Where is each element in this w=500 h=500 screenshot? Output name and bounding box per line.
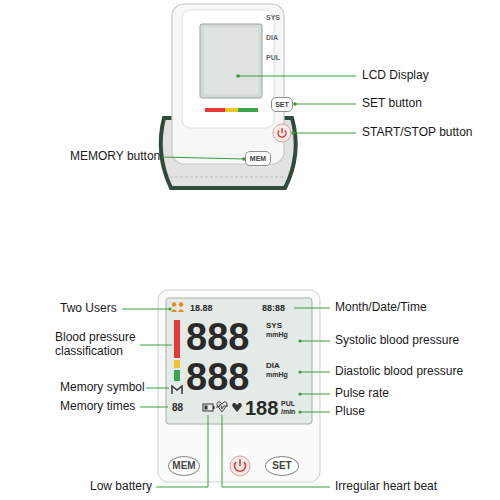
user-icon — [171, 309, 177, 312]
memory-button: MEM — [168, 456, 200, 476]
lcd-digits: 188 — [245, 398, 278, 418]
user-icon — [178, 309, 184, 312]
battery-icon — [213, 406, 215, 409]
lcd-unit-label: PUL — [281, 400, 295, 408]
leader-dot — [236, 74, 240, 78]
lcd-unit-label: SYS — [266, 321, 282, 330]
button-label: MEM — [250, 155, 266, 162]
display-panel — [158, 290, 320, 482]
irregular-heartbeat-icon — [217, 402, 227, 412]
leader-line — [222, 415, 330, 487]
leader-line — [162, 157, 244, 159]
button-label: SET — [272, 461, 291, 471]
power-button — [230, 456, 250, 476]
lcd-unit-label: SYS — [266, 14, 280, 22]
battery-icon — [205, 406, 208, 410]
lcd-digits: 888 — [186, 318, 249, 356]
classification-green — [238, 108, 258, 112]
user-icon — [179, 302, 183, 306]
lcd-memory-count: 88 — [172, 402, 183, 414]
button-label: SET — [275, 101, 289, 108]
lcd-unit-label: DIA — [266, 34, 278, 42]
lcd-unit-label: mmHg — [266, 371, 288, 379]
leader-dot — [168, 307, 171, 310]
power-symbol — [278, 128, 286, 137]
leader-line — [122, 309, 170, 310]
battery-icon — [203, 404, 213, 411]
user-icon — [172, 302, 176, 306]
callout-label: Pluse — [335, 405, 365, 419]
callout-label: Blood pressure classification — [55, 331, 155, 359]
lcd-screen — [200, 24, 262, 98]
callout-label: Systolic blood pressure — [335, 334, 459, 348]
classification-yellow — [225, 108, 238, 112]
leader-dot — [298, 410, 301, 413]
leader-dot — [298, 392, 301, 395]
irregular-heartbeat-icon — [216, 404, 228, 409]
leader-line — [156, 415, 208, 487]
callout-label: Two Users — [60, 302, 117, 316]
callout-label: Month/Date/Time — [335, 301, 427, 315]
callout-label: Memory times — [60, 400, 135, 414]
leader-line — [300, 372, 330, 373]
lcd-unit-label: mmHg — [266, 331, 288, 339]
lcd-digits: 888 — [186, 358, 249, 396]
leader-dot — [291, 131, 295, 135]
memory-button: MEM — [245, 151, 271, 166]
leader-line — [300, 412, 330, 413]
callout-label: LCD Display — [362, 69, 429, 83]
classification-yellow — [174, 360, 180, 368]
callout-label: START/STOP button — [362, 126, 473, 140]
heart-icon — [232, 403, 241, 412]
lcd-time: 88:88 — [262, 303, 285, 313]
leader-line — [294, 308, 330, 309]
classification-green — [174, 370, 180, 381]
leader-line — [293, 133, 356, 134]
leader-line — [140, 407, 168, 408]
set-button: SET — [271, 97, 293, 112]
classification-red — [205, 108, 225, 112]
leader-line — [295, 104, 356, 105]
monitor-body — [172, 4, 284, 164]
callout-label: SET button — [362, 97, 422, 111]
memory-icon — [172, 386, 182, 394]
lcd-date: 18.88 — [190, 303, 213, 313]
leader-line — [300, 394, 330, 395]
leader-line — [146, 388, 169, 389]
leader-dot — [298, 339, 301, 342]
callout-label: Irregular heart beat — [335, 480, 437, 494]
monitor-face — [182, 10, 274, 128]
leader-dot — [298, 370, 301, 373]
callout-label: Low battery — [90, 480, 152, 494]
lcd-unit-label: /min — [281, 408, 295, 416]
lcd-unit-label: DIA — [266, 361, 280, 370]
lcd-glass — [204, 28, 258, 94]
button-label: MEM — [172, 461, 195, 471]
callout-label: MEMORY button — [70, 150, 160, 164]
leader-line — [238, 76, 356, 77]
lcd-screen — [166, 298, 312, 424]
callout-label: Pulse rate — [335, 387, 389, 401]
leader-dot — [293, 102, 297, 106]
callout-label: Memory symbol — [60, 381, 145, 395]
power-button — [273, 124, 291, 142]
leader-line — [300, 341, 330, 342]
callout-label: Diastolic blood pressure — [335, 365, 463, 379]
leader-line — [140, 345, 172, 346]
set-button: SET — [265, 456, 299, 476]
classification-red — [174, 320, 180, 358]
power-symbol — [235, 459, 246, 471]
lcd-unit-label: PUL — [266, 54, 280, 62]
cuff-stitching — [170, 177, 286, 178]
